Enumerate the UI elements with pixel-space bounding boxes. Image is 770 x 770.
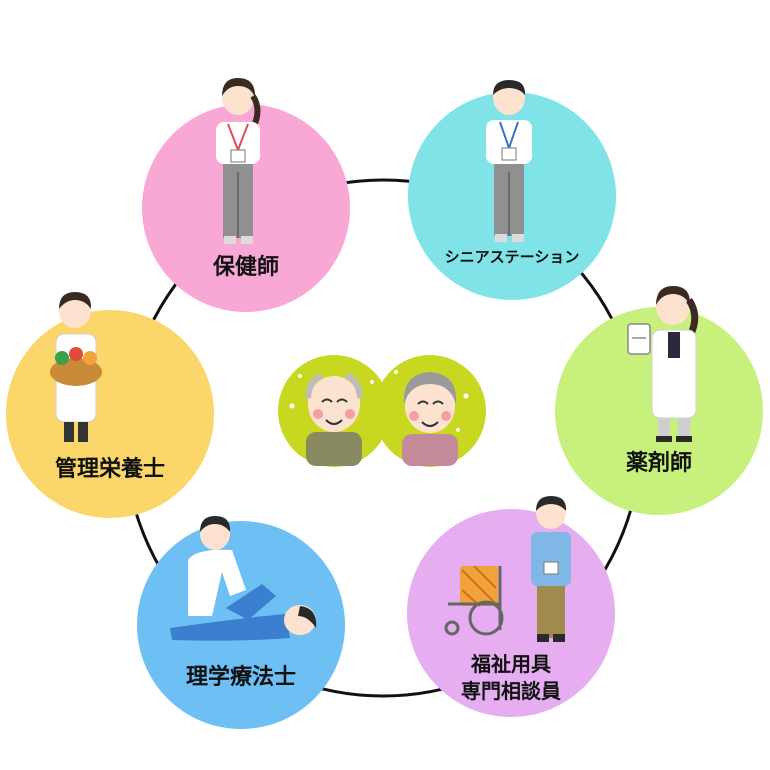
node-welfare-equipment-advisor: 福祉用具 専門相談員 (407, 496, 615, 717)
node-label-line: 薬剤師 (626, 450, 692, 476)
nurse-icon (216, 78, 261, 244)
node-label-line: 保健師 (212, 254, 279, 280)
node-label-line: シニアステーション (445, 248, 580, 266)
node-physical-therapist: 理学療法士 (137, 516, 345, 729)
node-label-line: 管理栄養士 (55, 456, 165, 482)
physical-therapist-icon (170, 516, 317, 641)
node-senior-station: シニアステーション (408, 80, 616, 300)
pharmacist-icon (627, 286, 699, 442)
node-circle (6, 310, 214, 518)
node-label-line: 福祉用具 (470, 652, 551, 676)
node-label-line: 専門相談員 (461, 679, 561, 703)
staff-man-icon (486, 80, 532, 242)
node-public-health-nurse: 保健師 (142, 78, 350, 312)
node-dietitian: 管理栄養士 (6, 292, 214, 518)
node-pharmacist: 薬剤師 (555, 286, 763, 515)
node-label-line: 理学療法士 (186, 664, 296, 690)
dietitian-icon (50, 292, 102, 442)
elderly-couple-icon (278, 355, 486, 467)
wheelchair-staff-icon (444, 496, 571, 642)
